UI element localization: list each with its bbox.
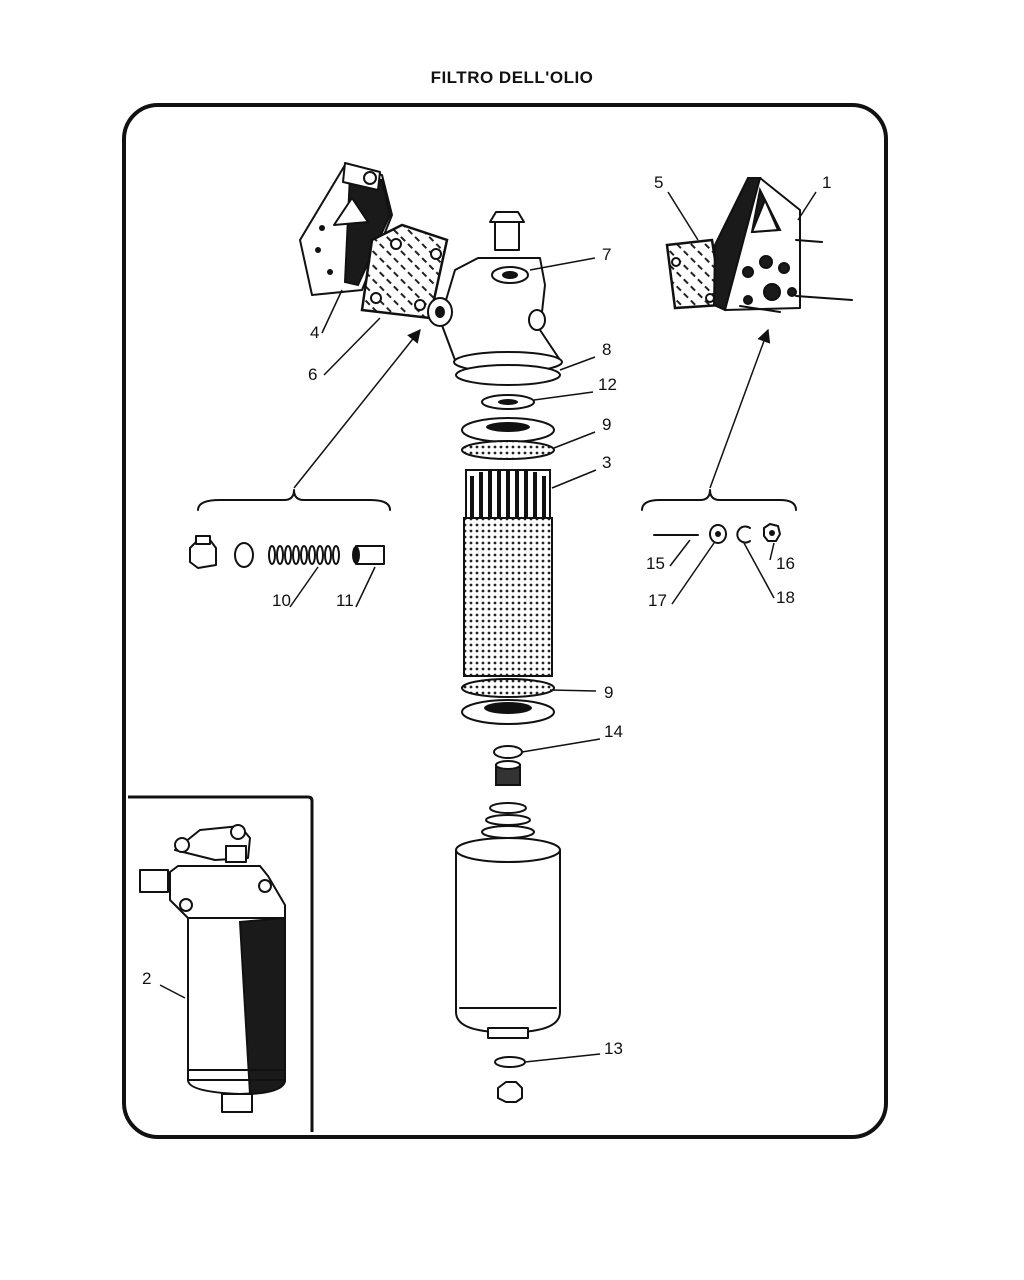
- diagram-frame: [122, 103, 888, 1139]
- page-title: FILTRO DELL'OLIO: [430, 68, 594, 87]
- callout-label: 4: [310, 323, 319, 342]
- spring-washer-12: [481, 394, 535, 410]
- end-plate-top: [461, 417, 555, 460]
- drain-nut: [497, 1081, 523, 1103]
- washer-13: [494, 1056, 526, 1068]
- end-plate-bottom: [461, 678, 555, 725]
- filter-head: [427, 211, 563, 373]
- callout-label: 6: [308, 365, 317, 384]
- callout-label: 14: [604, 722, 623, 741]
- callout-label: 3: [602, 453, 611, 472]
- callout-label: 9: [604, 683, 613, 702]
- arrow-left: [293, 328, 421, 489]
- callout-label: 17: [648, 591, 667, 610]
- bracket-right: [712, 177, 853, 313]
- callout-labels: 1 2 3 4 5 6 7 8 9 9 10 11 12 13 14 15 16…: [142, 173, 831, 1058]
- callout-label: 7: [602, 245, 611, 264]
- callout-label: 1: [822, 173, 831, 192]
- right-kit: [641, 489, 797, 544]
- gasket-left: [360, 223, 449, 320]
- leader-lines: [159, 191, 817, 1063]
- washer-14: [493, 745, 523, 759]
- callout-label: 15: [646, 554, 665, 573]
- relief-valve: [495, 760, 521, 786]
- callout-label: 16: [776, 554, 795, 573]
- callout-label: 9: [602, 415, 611, 434]
- left-kit: [189, 489, 391, 569]
- inset-frame: [128, 795, 314, 1132]
- callout-label: 12: [598, 375, 617, 394]
- filter-bowl: [455, 837, 561, 1039]
- seal-ring-8: [455, 364, 561, 386]
- callout-label: 13: [604, 1039, 623, 1058]
- filter-element-3: [463, 469, 553, 677]
- callout-label: 10: [272, 591, 291, 610]
- assembled-filter-2: [139, 824, 286, 1113]
- callout-label: 8: [602, 340, 611, 359]
- callout-label: 5: [654, 173, 663, 192]
- callout-label: 2: [142, 969, 151, 988]
- arrow-right: [709, 328, 771, 489]
- callout-label: 11: [336, 591, 354, 610]
- callout-label: 18: [776, 588, 795, 607]
